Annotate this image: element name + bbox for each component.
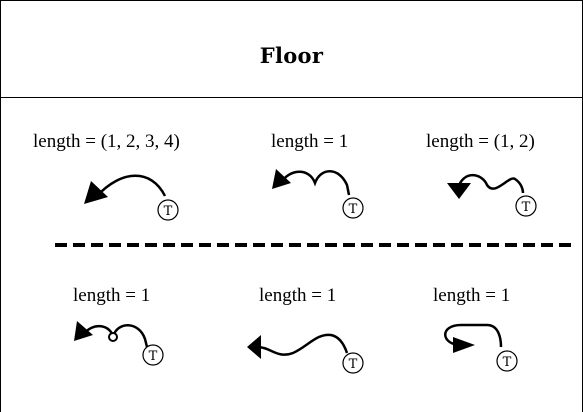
- arrowhead: [272, 169, 291, 189]
- length-label: length = 1: [259, 285, 337, 306]
- double-loop-arrow-icon: T: [272, 169, 364, 219]
- t-letter: T: [522, 200, 531, 215]
- t-letter: T: [149, 349, 158, 364]
- t-letter: T: [164, 204, 173, 219]
- wave-stroke: [256, 333, 349, 356]
- loop-stroke: [279, 170, 351, 196]
- panel-title: Floor: [259, 43, 324, 68]
- t-circle: [342, 197, 364, 219]
- arrowhead: [84, 181, 108, 204]
- length-label: length = (1, 2, 3, 4): [33, 131, 180, 152]
- length-label: length = 1: [271, 131, 349, 152]
- loop-circle-arrow-icon: T: [74, 321, 164, 366]
- arrowhead: [247, 335, 261, 359]
- wave-stroke: [457, 174, 525, 194]
- t-circle: [496, 350, 518, 372]
- arc-stroke: [96, 174, 167, 197]
- long-wave-arrow-icon: T: [247, 333, 364, 374]
- wave-down-arrow-icon: T: [447, 174, 537, 217]
- arrowhead: [74, 321, 93, 341]
- hook-stroke: [444, 323, 503, 348]
- t-circle: [515, 195, 537, 217]
- t-circle: [342, 352, 364, 374]
- t-circle: [142, 344, 164, 366]
- t-letter: T: [503, 355, 512, 370]
- t-letter: T: [349, 357, 358, 372]
- length-label: length = 1: [433, 285, 511, 306]
- small-loop: [108, 332, 118, 342]
- dashed-divider: [55, 243, 571, 247]
- hook-right-arrow-icon: T: [444, 323, 518, 372]
- arrowhead: [447, 183, 471, 199]
- t-letter: T: [349, 202, 358, 217]
- t-circle: [157, 199, 179, 221]
- large-arc-arrow-icon: T: [84, 174, 179, 221]
- arrowhead: [453, 337, 475, 353]
- title-row: Floor: [1, 1, 582, 98]
- length-label: length = (1, 2): [426, 131, 535, 152]
- length-label: length = 1: [73, 285, 151, 306]
